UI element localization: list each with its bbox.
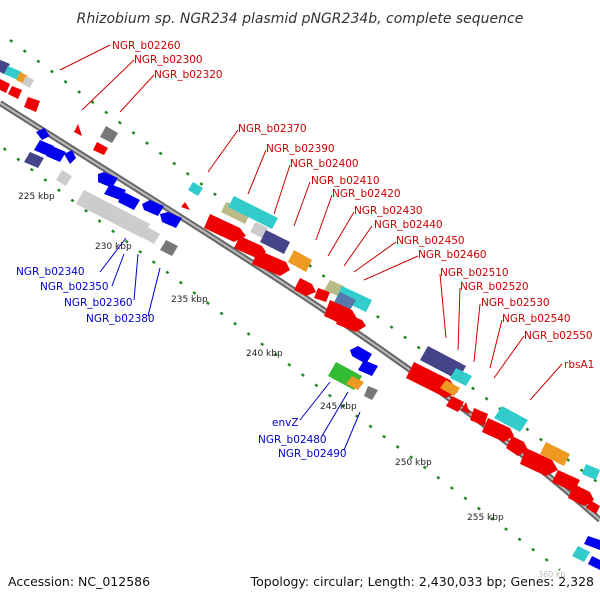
feature-arrow	[160, 240, 178, 256]
gene-label: NGR_b02490	[278, 448, 347, 460]
gene-label: NGR_b02450	[396, 235, 465, 247]
gene-label: NGR_b02360	[64, 297, 133, 309]
feature-arrow	[364, 386, 378, 400]
feature-arrow	[250, 222, 268, 238]
feature-arrow	[228, 196, 278, 229]
gene-label: NGR_b02430	[354, 205, 423, 217]
feature-arrow	[588, 556, 600, 570]
gene-label: NGR_b02410	[311, 175, 380, 187]
feature-arrow	[8, 86, 22, 99]
leader-lines	[59, 44, 563, 451]
feature-arrow	[181, 202, 190, 210]
feature-arrow	[288, 250, 312, 272]
feature-arrow	[118, 192, 140, 210]
feature-arrow	[582, 464, 600, 480]
feature-arrow	[22, 76, 34, 88]
feature-arrow	[100, 126, 118, 143]
feature-arrow	[76, 190, 150, 238]
tick-label: 255 kbp	[467, 513, 504, 523]
feature-arrow	[93, 142, 108, 155]
feature-arrow	[450, 368, 472, 386]
feature-arrow	[46, 146, 66, 162]
gene-label: NGR_b02420	[332, 188, 401, 200]
accession-text: Accession: NC_012586	[8, 574, 150, 589]
feature-arrow	[142, 200, 164, 216]
summary-text: Topology: circular; Length: 2,430,033 bp…	[250, 574, 594, 589]
feature-arrow	[572, 546, 590, 562]
feature-arrow	[470, 408, 488, 426]
feature-arrow	[506, 436, 528, 456]
feature-arrow	[4, 66, 22, 80]
gene-label: NGR_b02300	[134, 54, 203, 66]
feature-arrow	[334, 292, 356, 310]
feature-arrow	[586, 500, 600, 514]
feature-arrow	[260, 230, 290, 254]
tick-label: 250 kbp	[395, 458, 432, 468]
gene-label: NGR_b02550	[524, 330, 593, 342]
feature-arrow	[461, 402, 470, 414]
feature-arrow	[446, 396, 464, 412]
gene-label: envZ	[272, 417, 299, 429]
gene-label: NGR_b02340	[16, 266, 85, 278]
feature-arrow	[0, 79, 10, 93]
feature-arrow	[350, 346, 372, 364]
feature-arrow	[482, 418, 514, 442]
feature-arrow	[252, 250, 290, 276]
feature-arrow	[74, 124, 82, 136]
gene-label: NGR_b02350	[40, 281, 109, 293]
feature-arrow	[24, 152, 44, 168]
feature-arrow	[314, 288, 330, 302]
feature-arrow	[56, 170, 72, 186]
feature-arrow	[160, 212, 182, 228]
forward-features	[0, 59, 600, 514]
gene-label: NGR_b02390	[266, 143, 335, 155]
feature-arrow	[98, 172, 118, 188]
tick-label: 230 kbp	[95, 242, 132, 252]
tick-label: 235 kbp	[171, 295, 208, 305]
feature-arrow	[520, 448, 558, 476]
feature-arrow	[540, 442, 570, 466]
feature-arrow	[440, 380, 460, 396]
feature-arrow	[568, 484, 594, 506]
feature-arrow	[294, 278, 316, 296]
feature-arrow	[0, 59, 10, 74]
gene-label: NGR_b02520	[460, 281, 529, 293]
gene-label: NGR_b02540	[502, 313, 571, 325]
map-title: Rhizobium sp. NGR234 plasmid pNGR234b, c…	[77, 11, 524, 27]
gene-label: NGR_b02320	[154, 69, 223, 81]
feature-arrow	[346, 376, 364, 390]
feature-arrow	[36, 128, 50, 140]
gene-label: NGR_b02480	[258, 434, 327, 446]
feature-arrow	[136, 224, 160, 244]
feature-arrow	[584, 536, 600, 550]
feature-arrow	[494, 406, 528, 432]
gene-label: NGR_b02260	[112, 40, 181, 52]
feature-arrow	[24, 97, 40, 112]
feature-arrow	[221, 202, 250, 224]
watermark: 360 kb	[538, 570, 566, 579]
feature-arrow	[188, 182, 203, 196]
feature-arrow	[64, 150, 76, 164]
tick-label: 245 kbp	[320, 402, 357, 412]
gene-label: NGR_b02380	[86, 313, 155, 325]
reverse-features	[24, 128, 600, 570]
gene-label: NGR_b02530	[481, 297, 550, 309]
gene-label: NGR_b02370	[238, 123, 307, 135]
gene-label: NGR_b02510	[440, 267, 509, 279]
tick-label: 240 kbp	[246, 349, 283, 359]
forward-gene-labels: NGR_b02260 NGR_b02300 NGR_b02320 NGR_b02…	[112, 40, 594, 371]
gene-label: NGR_b02400	[290, 158, 359, 170]
gene-label: rbsA1	[564, 359, 594, 371]
reverse-gene-labels: NGR_b02340 NGR_b02350 NGR_b02360 NGR_b02…	[16, 266, 347, 460]
feature-arrow	[358, 360, 378, 376]
tick-label: 225 kbp	[18, 192, 55, 202]
feature-arrow	[336, 312, 366, 332]
gene-label: NGR_b02460	[418, 249, 487, 261]
gene-label: NGR_b02440	[374, 219, 443, 231]
position-ticks: 225 kbp 230 kbp 235 kbp 240 kbp 245 kbp …	[18, 192, 504, 523]
gc-skew-track	[0, 39, 600, 571]
feature-arrow	[104, 184, 126, 200]
feature-arrow	[204, 214, 246, 242]
